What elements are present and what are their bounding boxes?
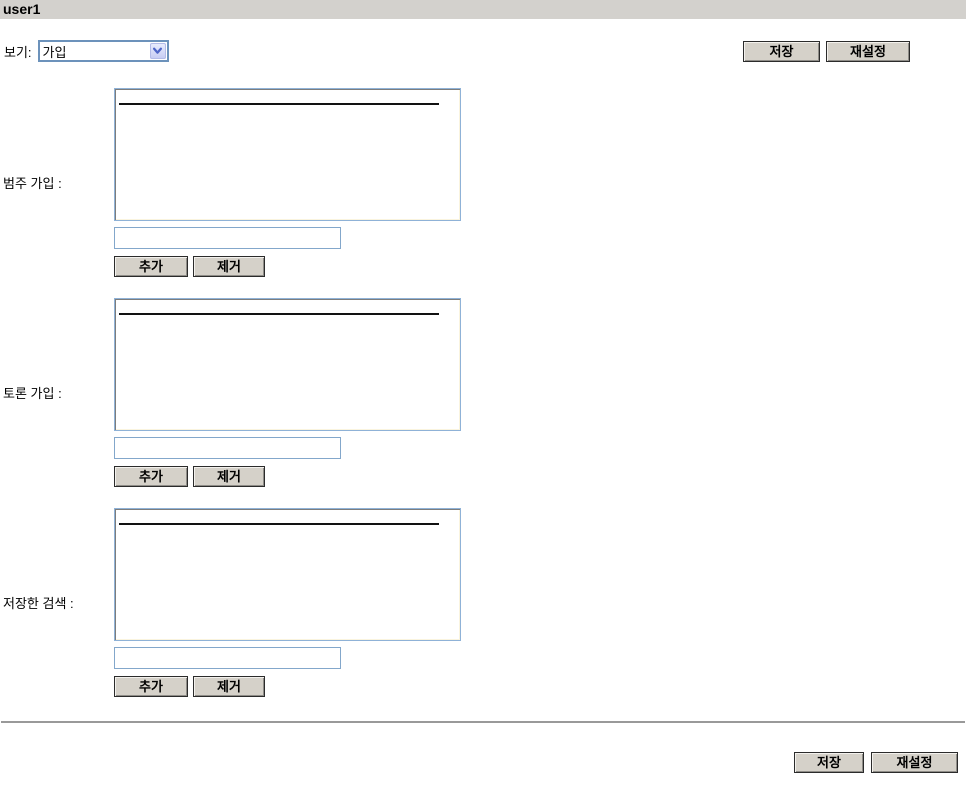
subscriptions-form: 범주 가입 : 추가 제거 토론 가입 : 추가 제거 저장한 검색 :: [0, 88, 966, 697]
reset-button-bottom[interactable]: 재설정: [871, 752, 958, 773]
toolbar-buttons: 저장 재설정: [743, 40, 910, 62]
divider: [1, 721, 965, 723]
saved-searches-add-button[interactable]: 추가: [114, 676, 188, 697]
chevron-down-icon: [149, 43, 166, 59]
page-title: user1: [0, 0, 966, 19]
empty-option-underline: [119, 313, 439, 315]
saved-searches-label: 저장한 검색 :: [3, 596, 74, 611]
toolbar: 보기: 가입 저장 재설정: [0, 40, 966, 62]
saved-searches-listbox[interactable]: [114, 508, 461, 641]
category-subscriptions-label: 범주 가입 :: [3, 176, 62, 191]
saved-searches-remove-button[interactable]: 제거: [193, 676, 265, 697]
category-remove-button[interactable]: 제거: [193, 256, 265, 277]
category-add-input[interactable]: [114, 227, 341, 249]
reset-button-top[interactable]: 재설정: [826, 40, 910, 62]
discussion-add-button[interactable]: 추가: [114, 466, 188, 487]
view-select[interactable]: 가입: [37, 40, 169, 62]
empty-option-underline: [119, 103, 439, 105]
section-category-subscriptions: 범주 가입 : 추가 제거: [0, 88, 966, 277]
discussion-add-input[interactable]: [114, 437, 341, 459]
section-saved-searches: 저장한 검색 : 추가 제거: [0, 508, 966, 697]
discussion-remove-button[interactable]: 제거: [193, 466, 265, 487]
saved-searches-add-input[interactable]: [114, 647, 341, 669]
view-select-value: 가입: [42, 44, 67, 60]
discussion-subscriptions-label: 토론 가입 :: [3, 386, 62, 401]
save-button-top[interactable]: 저장: [743, 40, 820, 62]
view-label: 보기:: [4, 44, 32, 60]
discussion-subscriptions-listbox[interactable]: [114, 298, 461, 431]
category-add-button[interactable]: 추가: [114, 256, 188, 277]
category-subscriptions-listbox[interactable]: [114, 88, 461, 221]
footer-buttons: 저장 재설정: [0, 752, 966, 773]
empty-option-underline: [119, 523, 439, 525]
section-discussion-subscriptions: 토론 가입 : 추가 제거: [0, 298, 966, 487]
save-button-bottom[interactable]: 저장: [794, 752, 864, 773]
